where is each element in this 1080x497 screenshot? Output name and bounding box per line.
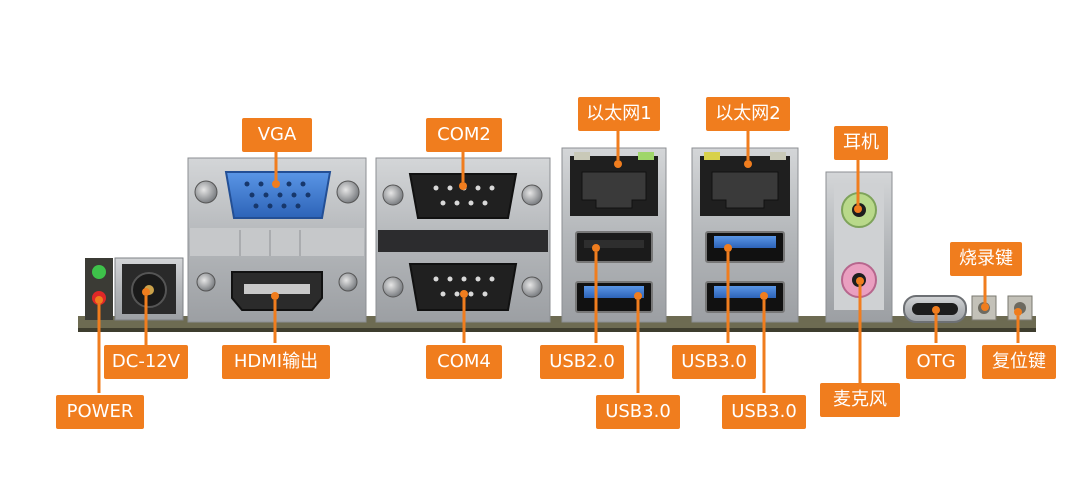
burn-key-label: 烧录键 [950,242,1022,276]
usb30-c-label: USB3.0 [722,395,806,429]
dc-jack [114,257,184,321]
eth2-usb-stack [691,147,799,323]
reset-key-button [1007,295,1033,321]
usb20-label: USB2.0 [540,345,624,379]
headphone-label: 耳机 [834,126,888,160]
eth1-usb-stack [561,147,667,323]
usb30-b-label: USB3.0 [596,395,680,429]
screw-icon [338,272,358,292]
screw-icon [521,184,543,206]
com2-port-icon [408,173,518,219]
power-label: POWER [56,395,144,429]
pcb-edge-shadow [78,328,1036,332]
otg-label: OTG [906,345,966,379]
eth2-label: 以太网2 [706,97,790,131]
screw-icon [336,180,360,204]
screw-icon [382,276,404,298]
green-led-icon [92,265,106,279]
com2-label: COM2 [426,118,502,152]
screw-icon [196,272,216,292]
callout-lines [95,130,1022,393]
vga-label: VGA [242,118,312,152]
eth1-label: 以太网1 [578,97,660,131]
com4-label: COM4 [426,345,502,379]
com4-port-icon [408,263,518,311]
power-led-block [85,258,113,320]
screw-icon [521,276,543,298]
hdmi-out-label: HDMI输出 [222,345,330,379]
screw-icon [194,180,218,204]
dc12v-label: DC-12V [104,345,188,379]
ethernet-port-icon [711,171,779,209]
usb30-a-label: USB3.0 [672,345,756,379]
ethernet-port-icon [581,171,647,209]
mic-label: 麦克风 [820,383,900,417]
screw-icon [382,184,404,206]
reset-key-label: 复位键 [982,345,1056,379]
